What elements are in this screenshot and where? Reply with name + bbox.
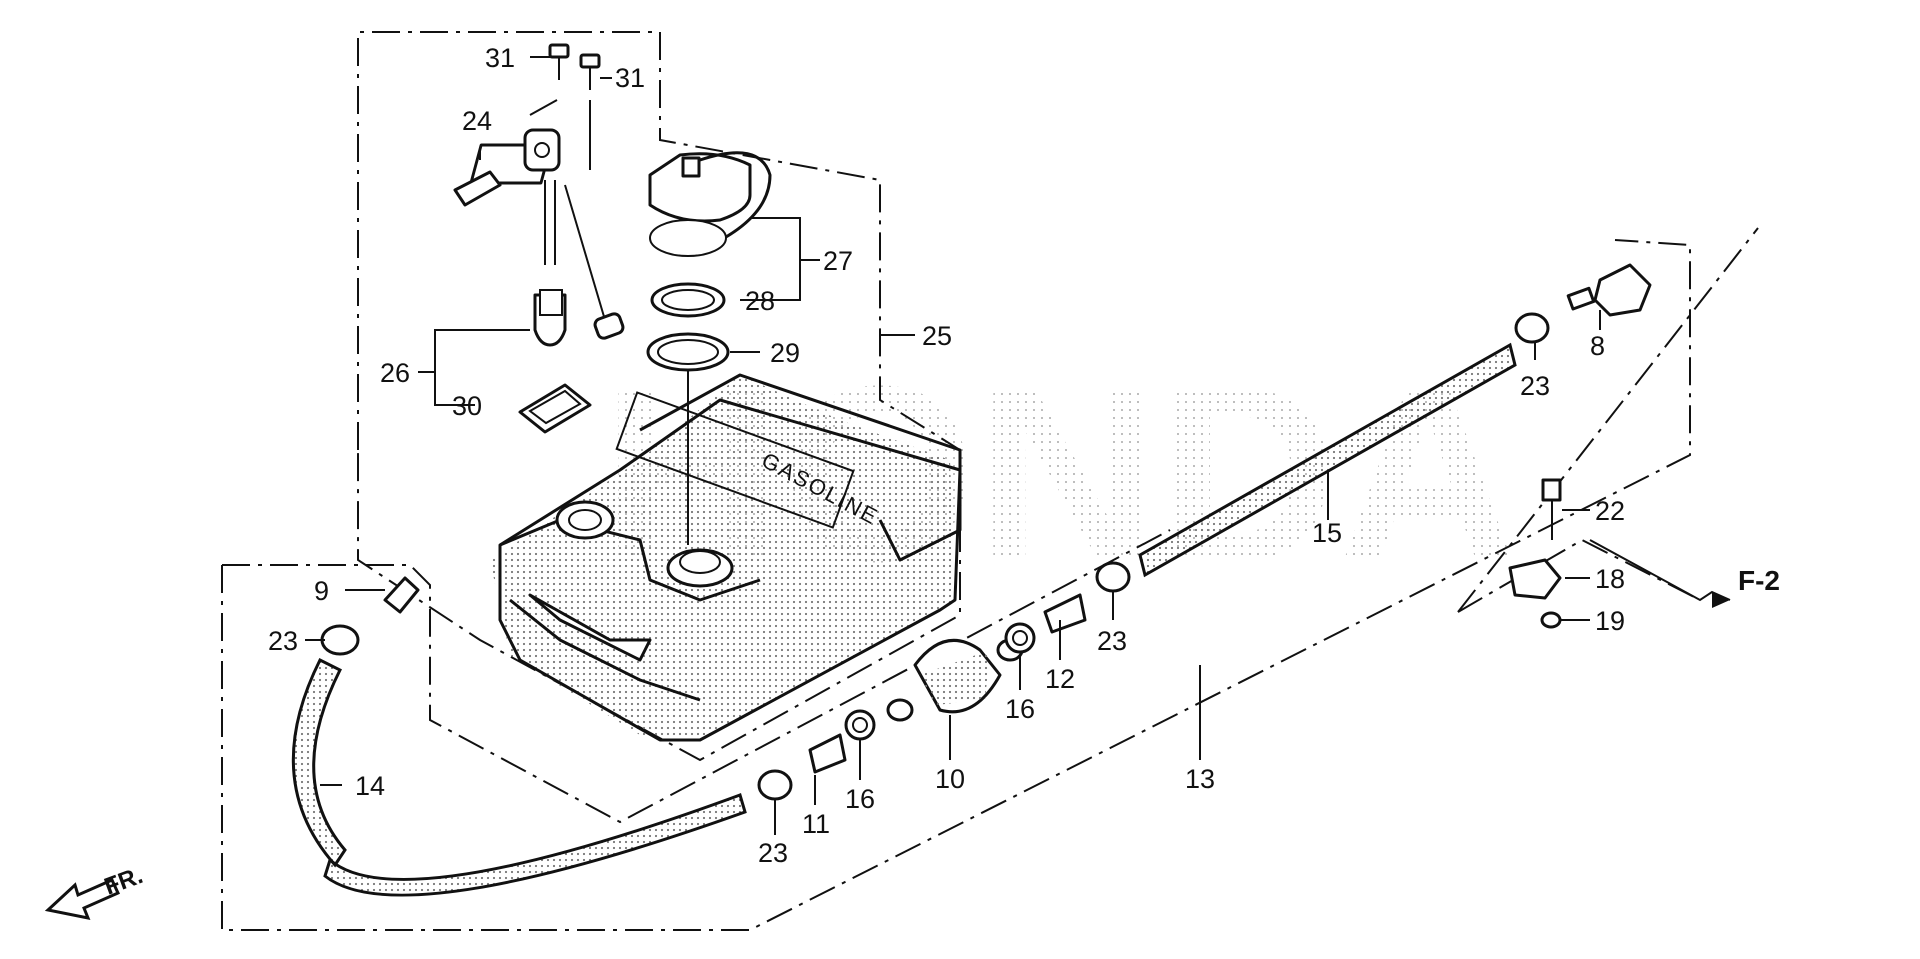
callout-30: 30 bbox=[452, 391, 482, 421]
front-arrow-icon bbox=[44, 878, 121, 921]
callout-13: 13 bbox=[1185, 764, 1215, 794]
callout-31-right: 31 bbox=[615, 63, 645, 93]
fuel-tank: GASOLINE bbox=[490, 373, 962, 742]
callout-14: 14 bbox=[355, 771, 385, 801]
assembly-frames bbox=[221, 31, 1759, 931]
callout-23-lower: 23 bbox=[758, 838, 788, 868]
bolts bbox=[453, 43, 601, 207]
primer-bulb-line bbox=[320, 312, 1550, 801]
callout-labels: 31 31 24 27 28 29 25 26 30 8 23 15 22 18… bbox=[268, 43, 1625, 868]
callout-16-lower: 16 bbox=[845, 784, 875, 814]
callout-9: 9 bbox=[314, 576, 329, 606]
callout-10: 10 bbox=[935, 764, 965, 794]
callout-29: 29 bbox=[770, 338, 800, 368]
reference-f2-label: F-2 bbox=[1738, 565, 1780, 596]
fuel-hoses bbox=[291, 342, 1517, 897]
callout-22: 22 bbox=[1595, 496, 1625, 526]
callout-27: 27 bbox=[823, 246, 853, 276]
reference-f2: F-2 bbox=[1712, 565, 1780, 608]
callout-8: 8 bbox=[1590, 331, 1605, 361]
connectors bbox=[1508, 263, 1652, 629]
callout-16-upper: 16 bbox=[1005, 694, 1035, 724]
fuel-cap-assembly bbox=[646, 151, 772, 545]
callout-26: 26 bbox=[380, 358, 410, 388]
callout-24: 24 bbox=[462, 106, 492, 136]
callout-11: 11 bbox=[802, 809, 830, 839]
callout-31-left: 31 bbox=[485, 43, 515, 73]
callout-28: 28 bbox=[745, 286, 775, 316]
front-label: FR. bbox=[101, 862, 147, 901]
callout-23-mid: 23 bbox=[1097, 626, 1127, 656]
callout-12: 12 bbox=[1045, 664, 1075, 694]
callout-23-right: 23 bbox=[1520, 371, 1550, 401]
callout-19: 19 bbox=[1595, 606, 1625, 636]
callout-18: 18 bbox=[1595, 564, 1625, 594]
callout-15: 15 bbox=[1312, 518, 1342, 548]
callout-23-left: 23 bbox=[268, 626, 298, 656]
callout-25: 25 bbox=[922, 321, 952, 351]
front-direction-indicator: FR. bbox=[44, 862, 147, 921]
